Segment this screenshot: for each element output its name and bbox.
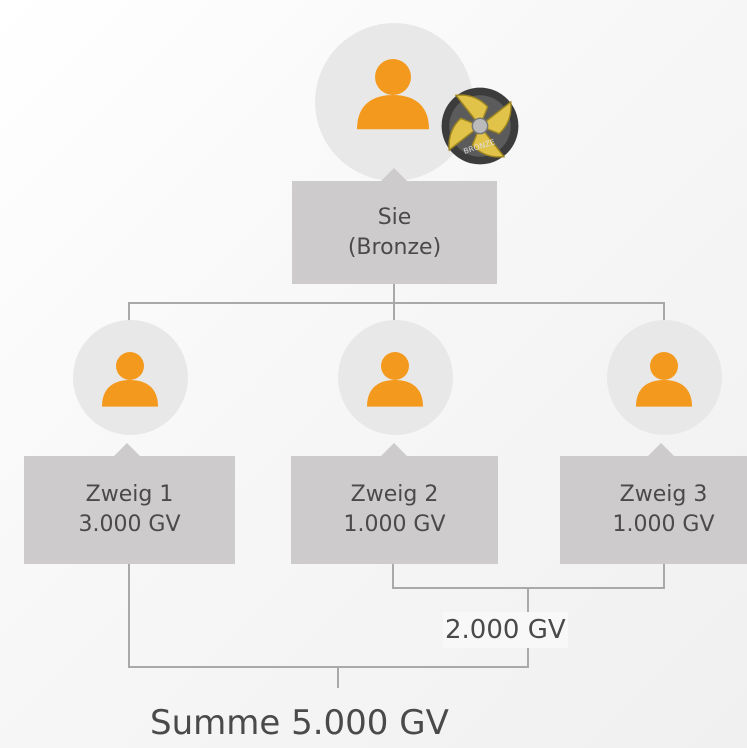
subtotal-label: 2.000 GV <box>443 612 568 648</box>
person-icon <box>357 59 429 130</box>
branch-3-node: Zweig 3 1.000 GV <box>560 456 747 564</box>
branch-2-node: Zweig 2 1.000 GV <box>291 456 498 564</box>
total-stem <box>337 666 339 688</box>
branch-2-volume: 1.000 GV <box>343 512 446 537</box>
branch-2-notch <box>381 443 407 456</box>
person-icon <box>367 352 423 407</box>
branch-3-volume: 1.000 GV <box>612 512 715 537</box>
branch-3-notch <box>648 443 674 456</box>
branch-1-connector <box>128 302 130 322</box>
branch-1-node: Zweig 1 3.000 GV <box>24 456 235 564</box>
person-icon <box>102 352 158 407</box>
branch-2-name: Zweig 2 <box>350 482 439 507</box>
root-rank: (Bronze) <box>347 234 442 260</box>
branch-1-name: Zweig 1 <box>85 482 174 507</box>
total-left-drop <box>128 564 130 668</box>
total-horizontal-line <box>128 666 529 668</box>
total-label: Summe 5.000 GV <box>150 703 449 743</box>
branch-3-connector <box>663 302 665 322</box>
root-notch <box>381 168 407 181</box>
subtotal-left-drop <box>392 564 394 588</box>
bronze-badge-icon: BRONZE <box>441 87 519 165</box>
root-name: Sie <box>377 204 412 230</box>
person-icon <box>636 352 692 407</box>
branch-1-volume: 3.000 GV <box>78 512 181 537</box>
subtotal-right-drop <box>663 564 665 588</box>
branch-3-name: Zweig 3 <box>619 482 708 507</box>
root-node: Sie (Bronze) <box>292 181 497 284</box>
branches-horizontal-line <box>128 302 665 304</box>
branch-1-notch <box>114 443 140 456</box>
